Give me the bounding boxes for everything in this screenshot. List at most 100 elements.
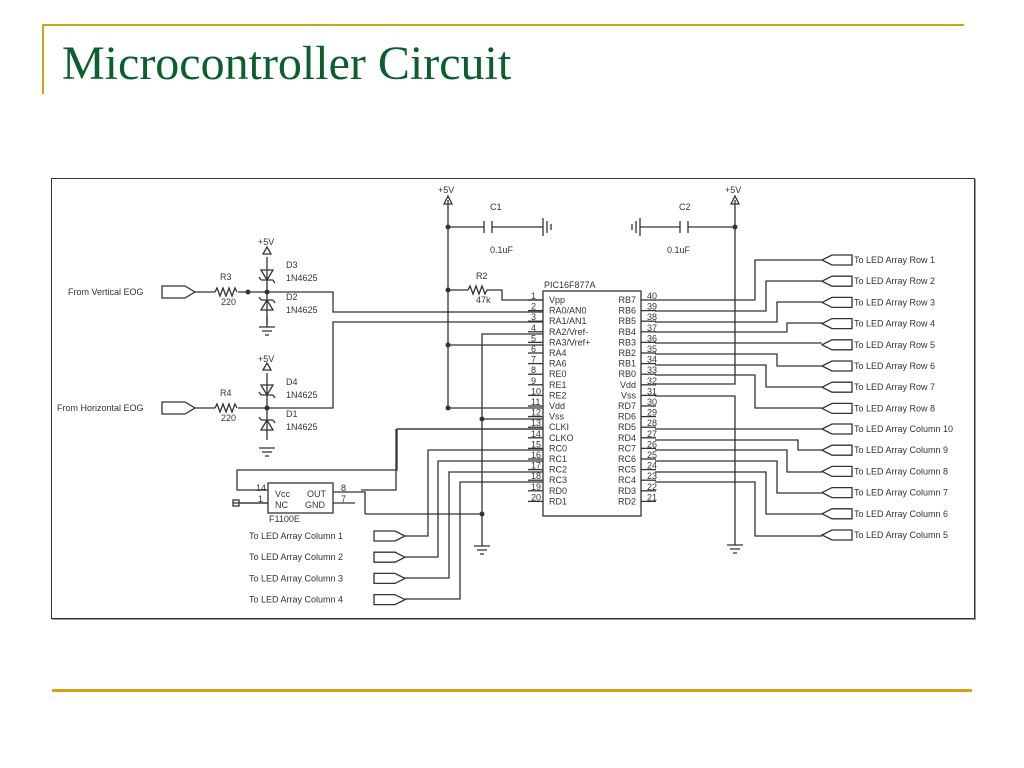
vertical-eog-input-label: From Vertical EOG xyxy=(68,287,144,297)
c2-value: 0.1uF xyxy=(667,245,691,255)
mcu-pin-number: 34 xyxy=(647,355,657,365)
mcu-pin-number: 6 xyxy=(531,344,536,354)
output-connector-label: To LED Array Row 4 xyxy=(854,319,935,329)
output-connector-label: To LED Array Row 1 xyxy=(854,255,935,265)
mcu-pin-label: RE1 xyxy=(549,380,567,390)
mcu-pin-number: 23 xyxy=(647,471,657,481)
d3-ref: D3 xyxy=(286,260,298,270)
mcu-pin-number: 2 xyxy=(531,302,536,312)
mcu-pin-label: RB1 xyxy=(618,359,636,369)
output-connector-icon xyxy=(820,444,853,456)
mcu-pin-number: 25 xyxy=(647,450,657,460)
power-symbols: +5V +5V +5V +5V xyxy=(258,185,741,371)
mcu-pin-label: RD7 xyxy=(618,401,636,411)
mcu-pin-number: 11 xyxy=(531,397,540,407)
footer-accent-rule xyxy=(52,689,972,692)
mcu-pin-label: RA4 xyxy=(549,348,567,358)
output-connector-icon xyxy=(820,381,853,393)
d4-value: 1N4625 xyxy=(286,390,318,400)
r3-value: 220 xyxy=(221,297,236,307)
mcu-pin-number: 39 xyxy=(647,302,657,312)
output-connector-icon xyxy=(820,254,853,266)
capacitors: C1 0.1uF C2 0.1uF xyxy=(483,202,691,255)
mcu-pin-label: RB3 xyxy=(618,337,636,347)
mcu-pin-label: RE2 xyxy=(549,390,567,400)
output-connector-label: To LED Array Column 10 xyxy=(854,424,953,434)
d2-value: 1N4625 xyxy=(286,305,318,315)
input-connectors: From Vertical EOG From Horizontal EOG xyxy=(57,285,197,415)
output-connector-label: To LED Array Row 5 xyxy=(854,340,935,350)
mcu-pin-number: 5 xyxy=(531,333,536,343)
mcu-pin-number: 9 xyxy=(531,376,536,386)
power-label: +5V xyxy=(258,354,274,364)
mcu-pin-label: RE0 xyxy=(549,369,567,379)
r2-value: 47k xyxy=(476,295,491,305)
mcu-pin-label: Vdd xyxy=(549,401,565,411)
column-output-connectors-left: To LED Array Column 1 To LED Array Column… xyxy=(249,530,407,606)
output-connector-icon xyxy=(373,551,407,563)
r4-value: 220 xyxy=(221,413,236,423)
mcu-pin-label: RC4 xyxy=(618,475,636,485)
output-connector-icon xyxy=(373,530,407,542)
output-connector-icon xyxy=(820,360,853,372)
mcu-pin-label: CLKI xyxy=(549,422,569,432)
mcu-pin-number: 32 xyxy=(647,376,657,386)
mcu-pin-label: RA2/Vref- xyxy=(549,327,588,337)
r2-ref: R2 xyxy=(476,271,488,281)
output-connector-label: To LED Array Column 6 xyxy=(854,509,948,519)
mcu-pin-number: 14 xyxy=(531,429,541,439)
osc-pin-label: Vcc xyxy=(275,489,291,499)
mcu-pin-number: 3 xyxy=(531,312,536,322)
output-connector-icon xyxy=(373,593,407,606)
mcu-pin-number: 36 xyxy=(647,333,657,343)
osc-pin-num: 7 xyxy=(341,494,346,504)
osc-pin-label: GND xyxy=(305,500,326,510)
osc-pin-num: 14 xyxy=(256,483,266,493)
mcu-pin-label: RD1 xyxy=(549,496,567,506)
mcu-pin-number: 24 xyxy=(647,461,657,471)
output-connector-label: To LED Array Column 4 xyxy=(249,595,343,605)
osc-pin-label: NC xyxy=(275,500,288,510)
mcu-pin-label: CLKO xyxy=(549,433,574,443)
mcu-pin-label: RD3 xyxy=(618,486,636,496)
mcu-pin-number: 30 xyxy=(647,397,657,407)
mcu-pin-number: 31 xyxy=(647,386,657,396)
mcu-pin-label: RC7 xyxy=(618,443,636,453)
mcu-pin-number: 16 xyxy=(531,450,541,460)
osc-pin-num: 8 xyxy=(341,483,346,493)
d1-ref: D1 xyxy=(286,409,298,419)
output-connector-icon xyxy=(373,572,407,585)
output-connector-label: To LED Array Column 1 xyxy=(249,531,343,541)
mcu-pin-number: 8 xyxy=(531,365,536,375)
d4-ref: D4 xyxy=(286,377,298,387)
output-connector-label: To LED Array Column 2 xyxy=(249,552,343,562)
title-accent-side-rule xyxy=(42,24,44,94)
mcu-pin-label: Vdd xyxy=(620,380,636,390)
c1-ref: C1 xyxy=(490,202,502,212)
mcu-pin-number: 27 xyxy=(647,429,657,439)
mcu-pin-label: RB2 xyxy=(618,348,636,358)
c2-ref: C2 xyxy=(679,202,691,212)
output-connector-label: To LED Array Column 7 xyxy=(854,488,948,498)
output-connector-icon xyxy=(820,275,853,287)
mcu-pin-number: 19 xyxy=(531,482,541,492)
mcu-pin-number: 13 xyxy=(531,418,541,428)
osc-pin-label: OUT xyxy=(307,489,327,499)
f1100e-oscillator: F1100E 14 Vcc 1 NC 8 OUT 7 GND xyxy=(232,482,355,524)
mcu-pin-label: RC2 xyxy=(549,465,567,475)
c1-value: 0.1uF xyxy=(490,245,514,255)
horizontal-eog-input-label: From Horizontal EOG xyxy=(57,403,144,413)
output-connector-label: To LED Array Row 8 xyxy=(854,403,935,413)
wires xyxy=(195,200,822,600)
output-connector-label: To LED Array Row 6 xyxy=(854,361,935,371)
output-connector-icon xyxy=(820,423,853,435)
output-connector-icon xyxy=(820,339,853,351)
title-accent-rule xyxy=(42,24,964,26)
mcu-pin-number: 17 xyxy=(531,461,541,471)
mcu-pin-label: RA1/AN1 xyxy=(549,316,587,326)
mcu-pin-label: RD2 xyxy=(618,496,636,506)
resistors: R3 220 R4 220 R2 47k xyxy=(214,271,491,423)
row-output-connectors: To LED Array Row 1To LED Array Row 2To L… xyxy=(820,254,935,415)
